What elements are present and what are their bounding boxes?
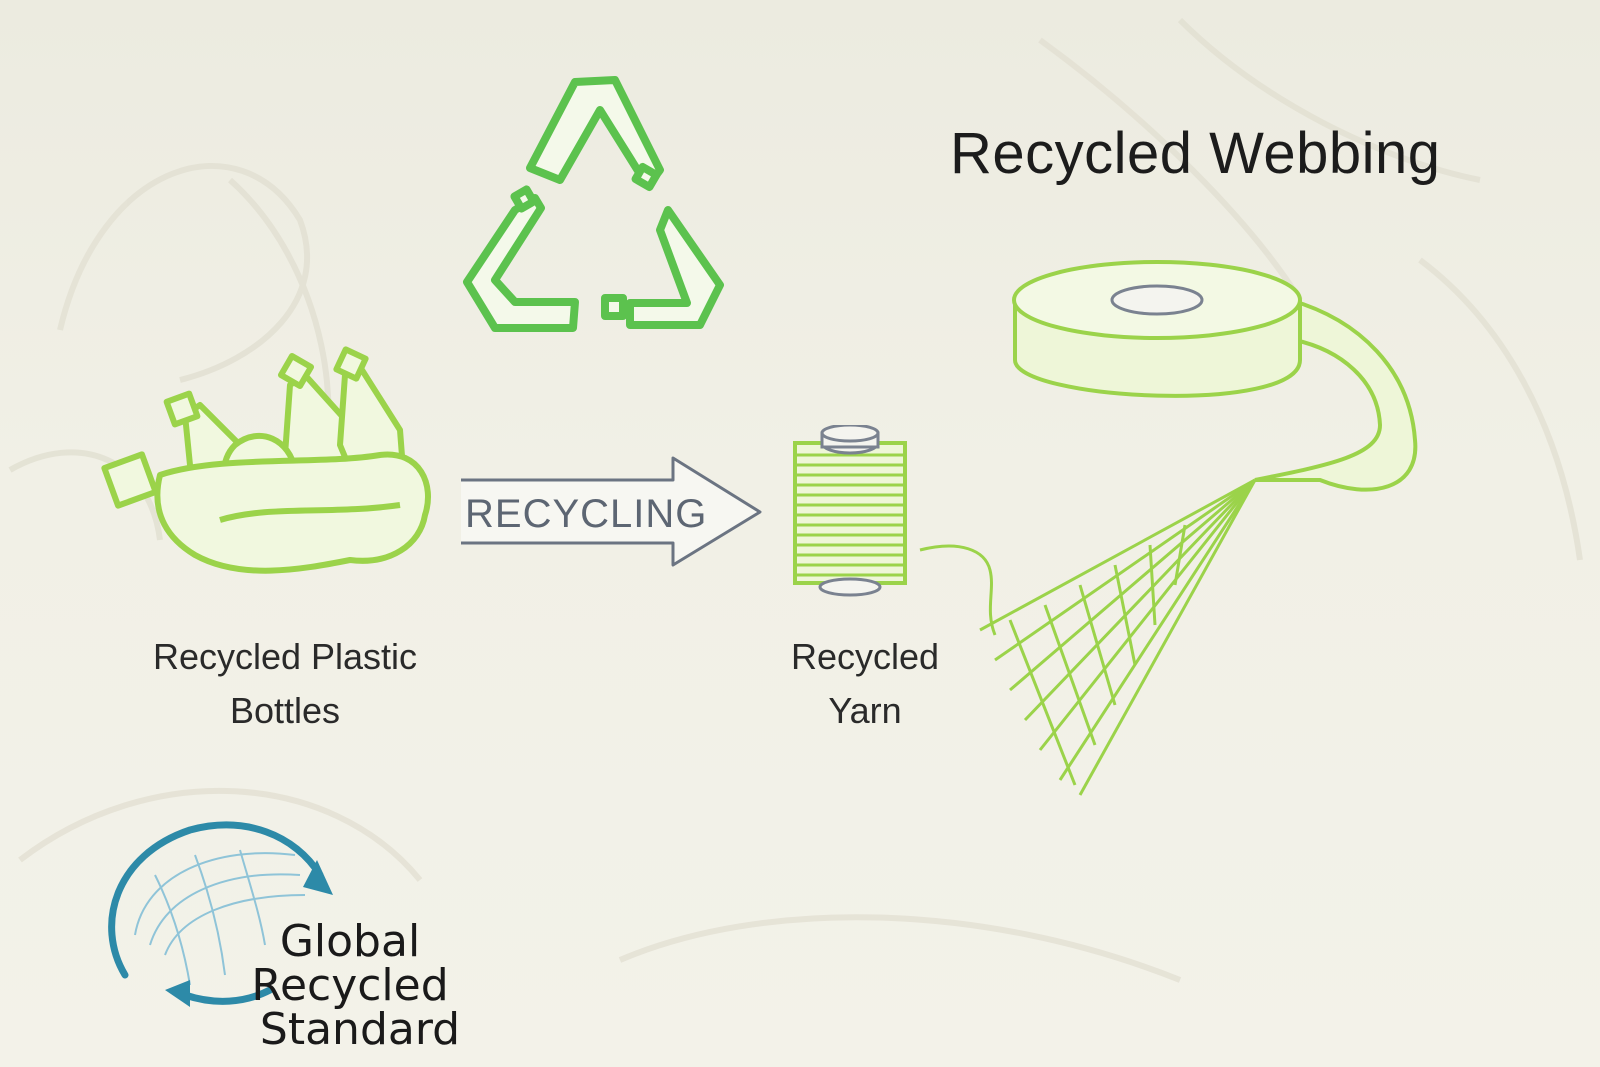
plastic-bottles-icon (101, 346, 431, 574)
bottles-label-line1: Recycled Plastic (152, 636, 418, 677)
recycle-bottles-icon (463, 76, 724, 332)
yarn-label: Recycled Yarn (755, 630, 975, 738)
webbing-roll-icon (919, 260, 1418, 796)
recycling-label: RECYCLING (465, 492, 708, 536)
right-arrow-icon (461, 456, 762, 567)
globe-arrows-icon (108, 821, 333, 1007)
grs-line2: Standard (259, 1004, 461, 1055)
yarn-label-line1: Recycled (790, 636, 940, 677)
grs-line1: Global Recycled (251, 916, 449, 1011)
yarn-label-line2: Yarn (828, 690, 902, 731)
page-title: Recycled Webbing (950, 121, 1441, 186)
grs-logo-text: Global Recycled Standard (175, 920, 525, 1052)
yarn-spool-icon (793, 425, 907, 597)
bottles-label-line2: Bottles (229, 690, 341, 731)
bottles-label: Recycled Plastic Bottles (120, 630, 450, 738)
